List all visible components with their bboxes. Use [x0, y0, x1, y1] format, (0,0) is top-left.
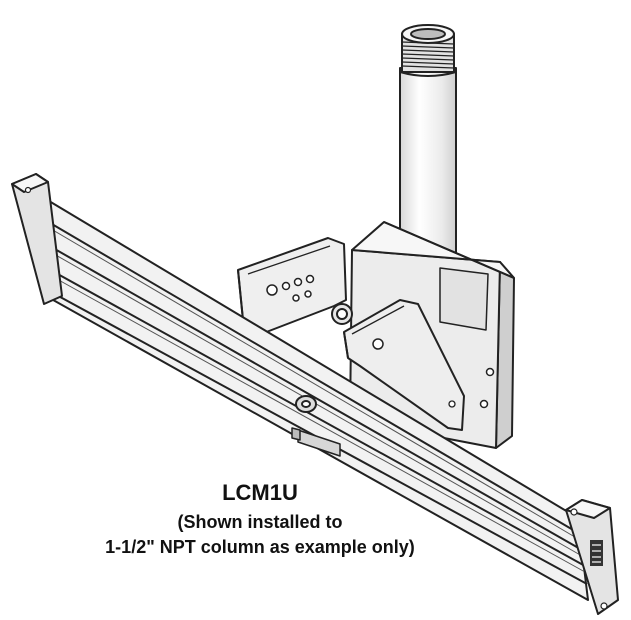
tilt-holes	[266, 274, 315, 302]
mounting-rail	[11, 173, 619, 615]
model-label: LCM1U	[222, 480, 298, 505]
brand-logo-icon	[590, 540, 603, 566]
tilt-plate-right	[343, 299, 465, 431]
npt-column	[399, 24, 457, 268]
rail-end-cap-left	[11, 173, 63, 305]
rail-end-cap-right	[565, 499, 619, 615]
adjustment-knob-icon	[331, 303, 353, 325]
rail-center-bolt-icon	[295, 395, 317, 413]
pipe-threads	[399, 24, 457, 77]
installation-note-line1: (Shown installed to	[177, 512, 343, 532]
tilt-plate-left	[237, 237, 353, 337]
installation-note-line2: 1-1/2" NPT column as example only)	[105, 537, 415, 557]
